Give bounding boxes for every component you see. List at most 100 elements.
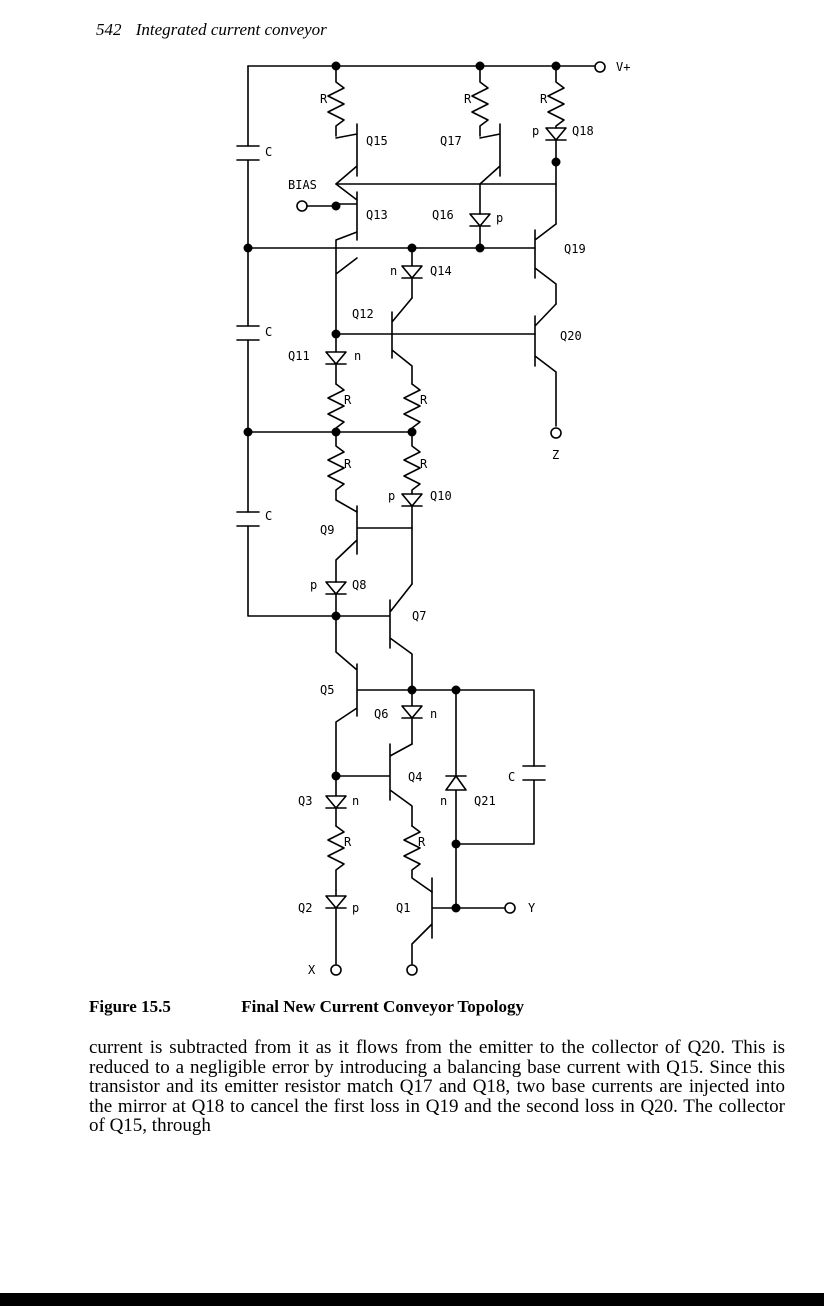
resistor-q3 <box>327 825 345 891</box>
resistor-q4 <box>403 825 433 893</box>
label-r: R <box>420 393 428 407</box>
q12-transistor <box>391 297 413 385</box>
q21-diode <box>445 689 467 845</box>
body-paragraph: current is subtracted from it as it flow… <box>89 1037 785 1136</box>
junction-dot <box>331 61 341 71</box>
capacitor-top <box>236 145 260 161</box>
q10-diode <box>401 493 423 529</box>
label-r: R <box>344 393 352 407</box>
label-q2: Q2 <box>298 901 312 915</box>
q6-diode <box>401 689 423 745</box>
page-number: 542 <box>96 20 122 39</box>
running-header: 542 Integrated current conveyor <box>96 20 327 40</box>
q15-transistor <box>335 123 557 185</box>
label-q16: Q16 <box>432 208 454 222</box>
label-z: Z <box>552 448 559 462</box>
label-x: X <box>308 963 316 977</box>
resistor-q9 <box>327 431 358 513</box>
y-terminal <box>504 902 516 914</box>
junction-dot <box>407 685 417 695</box>
label-c: C <box>265 325 272 339</box>
x-terminal <box>330 964 342 976</box>
label-q5: Q5 <box>320 683 334 697</box>
capacitor-q21 <box>455 765 546 845</box>
label-n: n <box>354 349 361 363</box>
figure-number: Figure 15.5 <box>89 997 171 1016</box>
q8-diode <box>325 581 347 617</box>
q20-transistor <box>534 303 557 427</box>
q14-diode <box>401 247 423 299</box>
junction-dot <box>331 329 341 339</box>
label-q4: Q4 <box>408 770 422 784</box>
label-q10: Q10 <box>430 489 452 503</box>
junction-dot <box>451 903 461 913</box>
figure-caption: Figure 15.5 Final New Current Conveyor T… <box>89 997 524 1017</box>
q1-transistor <box>411 843 505 965</box>
resistor-q17 <box>471 65 489 137</box>
q4-transistor <box>335 743 413 827</box>
capacitor-low <box>236 511 260 527</box>
resistor-q18 <box>547 65 565 129</box>
junction-dot <box>451 685 461 695</box>
z-terminal <box>550 427 562 439</box>
label-r: R <box>420 457 428 471</box>
q13-transistor <box>335 183 358 249</box>
label-q6: Q6 <box>374 707 388 721</box>
label-q17: Q17 <box>440 134 462 148</box>
label-n: n <box>390 264 397 278</box>
label-bias: BIAS <box>288 178 317 192</box>
label-p: p <box>310 578 317 592</box>
label-c: C <box>265 509 272 523</box>
label-n: n <box>440 794 447 808</box>
label-p: p <box>388 489 395 503</box>
junction-dot <box>407 243 417 253</box>
page-bottom-edge <box>0 1293 824 1306</box>
label-q19: Q19 <box>564 242 586 256</box>
label-q8: Q8 <box>352 578 366 592</box>
label-q12: Q12 <box>352 307 374 321</box>
label-r: R <box>418 835 426 849</box>
label-r: R <box>344 457 352 471</box>
resistor-q12-low <box>403 383 421 433</box>
junction-dot <box>551 157 561 167</box>
label-q21: Q21 <box>474 794 496 808</box>
label-r: R <box>320 92 328 106</box>
vplus-terminal <box>594 61 606 73</box>
q19-transistor <box>534 223 557 305</box>
label-c: C <box>265 145 272 159</box>
q16-diode <box>469 213 491 249</box>
label-n: n <box>352 794 359 808</box>
label-q7: Q7 <box>412 609 426 623</box>
running-title: Integrated current conveyor <box>135 20 327 39</box>
cap-column-wire <box>247 65 337 617</box>
junction-dot <box>475 61 485 71</box>
resistor-q11-low <box>327 383 345 433</box>
junction-dot <box>331 201 341 211</box>
label-p: p <box>532 124 539 138</box>
q7-transistor <box>335 583 413 691</box>
label-q9: Q9 <box>320 523 334 537</box>
q5-transistor <box>335 615 535 777</box>
label-y: Y <box>528 901 536 915</box>
label-q1: Q1 <box>396 901 410 915</box>
junction-dot <box>331 771 341 781</box>
resistor-q15 <box>327 65 345 137</box>
junction-dot <box>451 839 461 849</box>
capacitor-mid <box>236 325 260 341</box>
label-q3: Q3 <box>298 794 312 808</box>
junction-dot <box>407 427 417 437</box>
label-p: p <box>352 901 359 915</box>
label-n: n <box>430 707 437 721</box>
label-q11: Q11 <box>288 349 310 363</box>
label-q13: Q13 <box>366 208 388 222</box>
figure-title: Final New Current Conveyor Topology <box>241 997 524 1016</box>
q17-transistor <box>479 123 501 215</box>
q3-diode <box>325 775 347 827</box>
q18-diode <box>545 127 567 225</box>
q13-collector-to-q11 <box>335 247 358 335</box>
body-text: current is subtracted from it as it flow… <box>89 1038 785 1136</box>
label-vplus: V+ <box>616 60 630 74</box>
label-q14: Q14 <box>430 264 452 278</box>
junction-dot <box>475 243 485 253</box>
junction-dot <box>243 243 253 253</box>
